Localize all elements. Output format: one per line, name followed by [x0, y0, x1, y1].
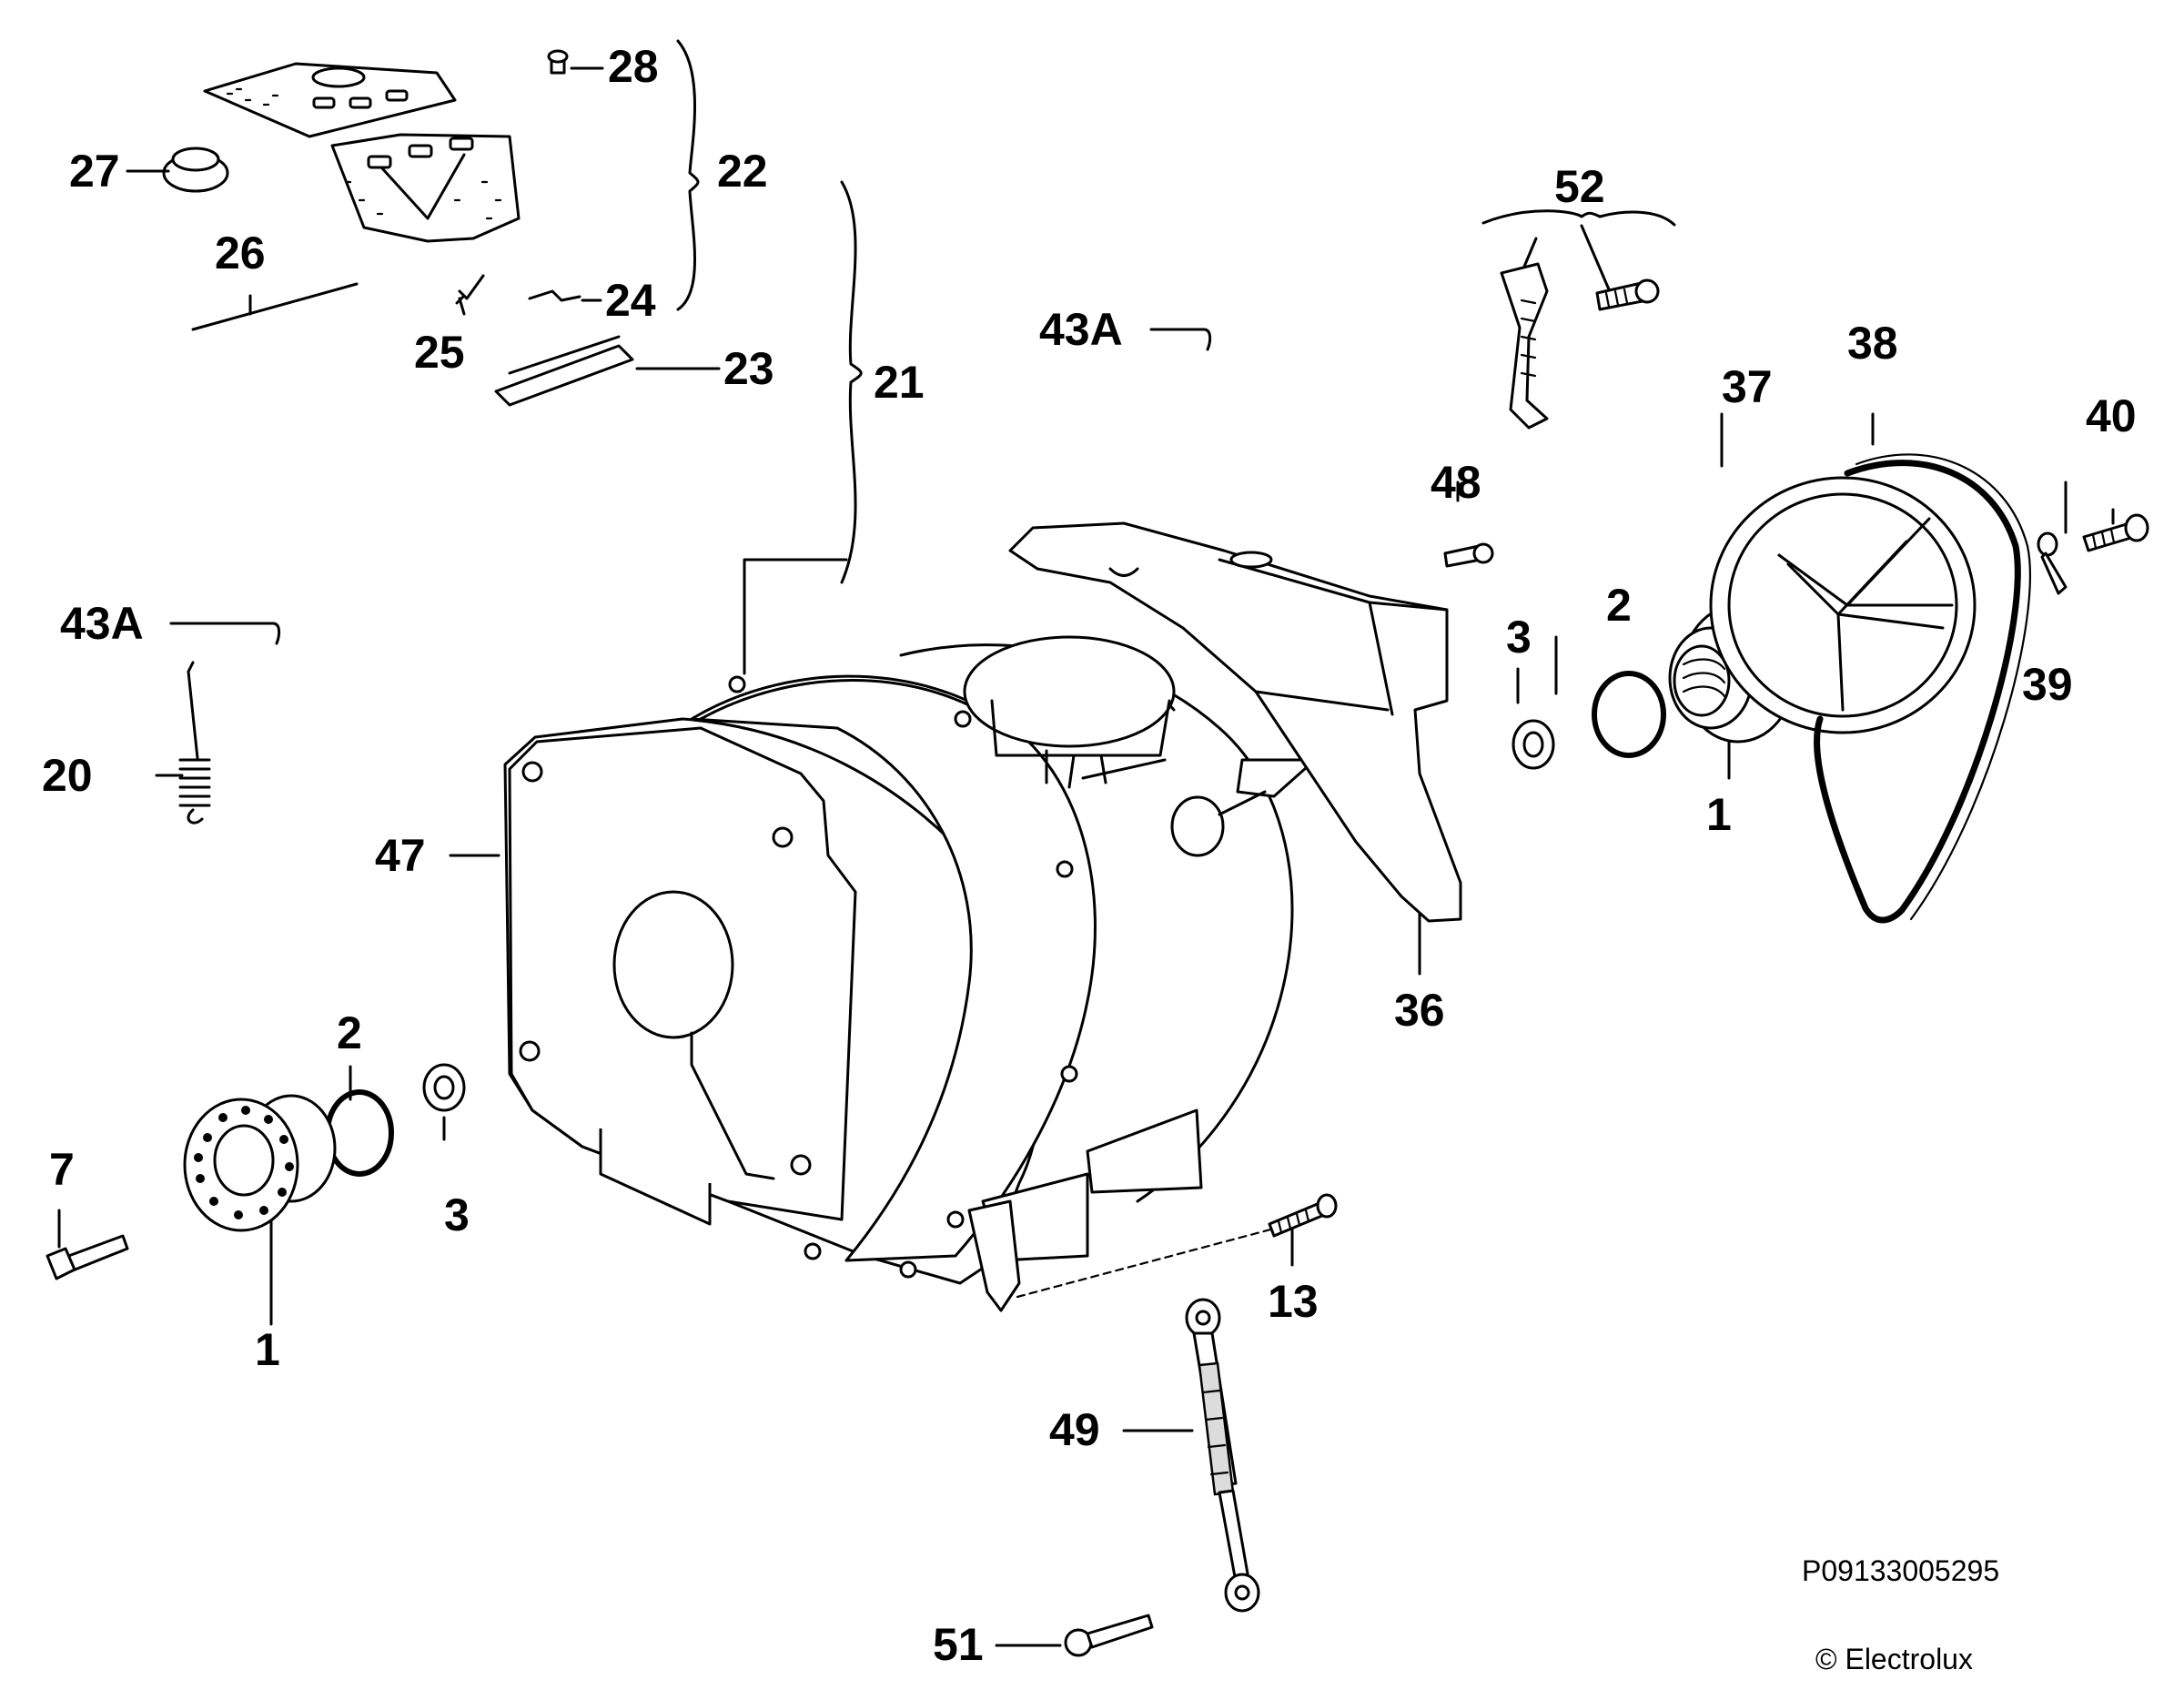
part-49-shock-absorber: [1185, 1298, 1260, 1613]
drawing-number: P09133005295: [1802, 1554, 2000, 1587]
part-1-left-bearing: [183, 1094, 337, 1232]
part-52-hinge: [1500, 262, 1549, 430]
part-13-bolt: [1268, 1193, 1338, 1238]
callout-49: 49: [1049, 1404, 1100, 1455]
part-24-clip: [528, 289, 581, 302]
bracket-21: [840, 180, 863, 584]
part-48-screw: [1443, 542, 1494, 568]
part-7-bolt: [46, 1234, 129, 1280]
callout-43a-top: 43A: [1039, 304, 1123, 355]
callout-23: 23: [723, 343, 774, 394]
callout-47: 47: [375, 830, 426, 881]
part-26-rod: [191, 282, 359, 331]
callout-22: 22: [717, 146, 768, 197]
callout-24: 24: [605, 275, 656, 326]
callout-2-right: 2: [1606, 580, 1632, 631]
part-39-lug: [2037, 531, 2068, 595]
part-3-left-seal: [422, 1063, 466, 1112]
callout-13: 13: [1268, 1276, 1319, 1327]
part-51-pin: [1064, 1614, 1154, 1657]
part-28-screw: [547, 49, 569, 75]
part-40-bolt: [2082, 513, 2149, 552]
callout-37: 37: [1722, 361, 1773, 412]
part-43a-hook-left: [258, 622, 281, 645]
callout-1-left: 1: [255, 1324, 280, 1375]
part-23-hinge-bar: [494, 335, 634, 407]
part-tub-shell: [690, 635, 1317, 1312]
copyright: © Electrolux: [1815, 1643, 1973, 1675]
callout-28: 28: [608, 41, 659, 92]
leader-lines: [57, 66, 2115, 1647]
callout-2-left: 2: [337, 1007, 362, 1058]
part-37-pulley: [1709, 476, 1977, 734]
part-3-right-seal: [1512, 719, 1555, 770]
part-20-spring: [178, 661, 211, 825]
callout-3-right: 3: [1506, 612, 1532, 663]
part-36-weight: [1008, 521, 1462, 923]
callout-36: 36: [1394, 985, 1445, 1036]
part-27-cap: [162, 147, 229, 193]
part-47-tub-front: [503, 717, 1043, 1285]
part-top-cover-22: [203, 62, 457, 138]
part-inner-panel: [330, 133, 521, 243]
part-38-belt: [1814, 453, 2031, 924]
callout-7: 7: [49, 1144, 75, 1195]
part-2-left-oring: [325, 1089, 394, 1177]
callout-48: 48: [1431, 457, 1481, 508]
part-2-right-oring: [1592, 671, 1666, 758]
callout-52: 52: [1554, 161, 1605, 212]
part-43a-hook-top: [1188, 328, 1212, 351]
callout-21: 21: [874, 357, 925, 408]
callout-43a-left: 43A: [60, 598, 144, 649]
bracket-52: [1481, 209, 1676, 227]
callout-3-left: 3: [444, 1189, 470, 1240]
callout-25: 25: [414, 327, 465, 378]
callout-20: 20: [42, 750, 93, 801]
callout-39: 39: [2022, 659, 2073, 710]
callout-40: 40: [2086, 390, 2137, 441]
part-52-screw: [1595, 278, 1660, 311]
bracket-22: [676, 39, 700, 311]
callout-27: 27: [69, 146, 120, 197]
callout-26: 26: [215, 228, 266, 278]
callout-38: 38: [1847, 318, 1898, 369]
callout-51: 51: [933, 1619, 984, 1670]
callout-1-right: 1: [1706, 789, 1732, 840]
